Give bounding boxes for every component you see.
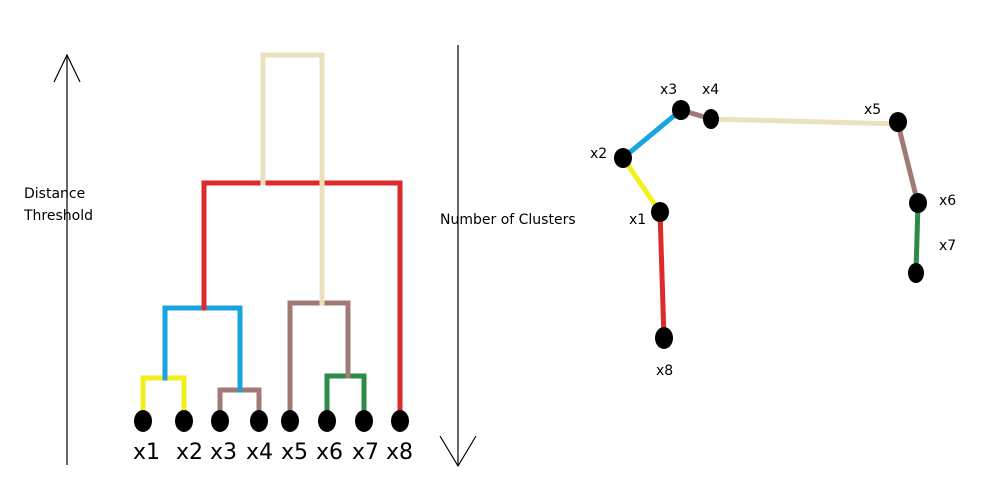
scatter-points: [614, 100, 927, 349]
point-label-x1: x1: [629, 212, 647, 228]
leaf-label-x8: x8: [386, 440, 414, 465]
point-x7: [908, 263, 924, 283]
scatter-links: [620, 107, 921, 341]
dendrogram-nodes: [134, 410, 409, 432]
edge-x6-x7: [913, 201, 921, 275]
leaf-label-x2: x2: [176, 440, 204, 465]
point-x8: [655, 327, 673, 349]
leaf-node-x4: [250, 410, 268, 432]
point-x2: [614, 148, 632, 168]
link-top-merge: [260, 52, 325, 306]
clusters-axis-arrow: [439, 45, 477, 468]
leaf-node-x5: [281, 410, 299, 432]
dendrogram-links: [140, 52, 403, 413]
leaf-node-x7: [355, 410, 373, 432]
leaf-label-x4: x4: [246, 440, 274, 465]
leaf-label-x7: x7: [352, 440, 380, 465]
link-red-merge: [201, 180, 403, 413]
number-of-clusters-label: Number of Clusters: [440, 212, 576, 228]
link-x5-x6x7: [287, 300, 351, 413]
distance-label-line1: Distance: [24, 186, 86, 202]
point-label-x6: x6: [939, 193, 957, 209]
point-label-x4: x4: [702, 82, 720, 98]
leaf-label-x1: x1: [133, 440, 161, 465]
distance-label-line2: Threshold: [24, 208, 93, 224]
link-x1-x2: [140, 375, 187, 413]
point-x4: [703, 109, 719, 129]
point-x3: [672, 100, 690, 120]
leaf-label-x6: x6: [316, 440, 344, 465]
edge-x1-x8: [657, 209, 667, 341]
leaf-node-x3: [211, 410, 229, 432]
leaf-node-x1: [134, 410, 152, 432]
point-x1: [651, 202, 669, 222]
edge-x5-x6: [895, 121, 921, 207]
distance-axis-arrow: [53, 53, 81, 465]
edge-x1-x2: [620, 155, 663, 215]
point-x6: [909, 193, 927, 213]
point-label-x3: x3: [660, 82, 678, 98]
leaf-label-x3: x3: [210, 440, 238, 465]
point-label-x5: x5: [864, 102, 882, 118]
leaf-node-x2: [175, 410, 193, 432]
link-x3-x4: [217, 387, 262, 413]
leaf-node-x8: [391, 410, 409, 432]
point-label-x8: x8: [656, 363, 674, 379]
point-label-x7: x7: [939, 238, 957, 254]
distance-threshold-label: Distance Threshold: [24, 183, 93, 227]
leaf-node-x6: [318, 410, 336, 432]
edge-x2-x3: [620, 107, 684, 161]
edge-x4-x5: [708, 116, 901, 127]
leaf-label-x5: x5: [281, 440, 309, 465]
point-x5: [889, 112, 907, 132]
link-x6-x7: [324, 373, 367, 413]
point-label-x2: x2: [590, 146, 608, 162]
